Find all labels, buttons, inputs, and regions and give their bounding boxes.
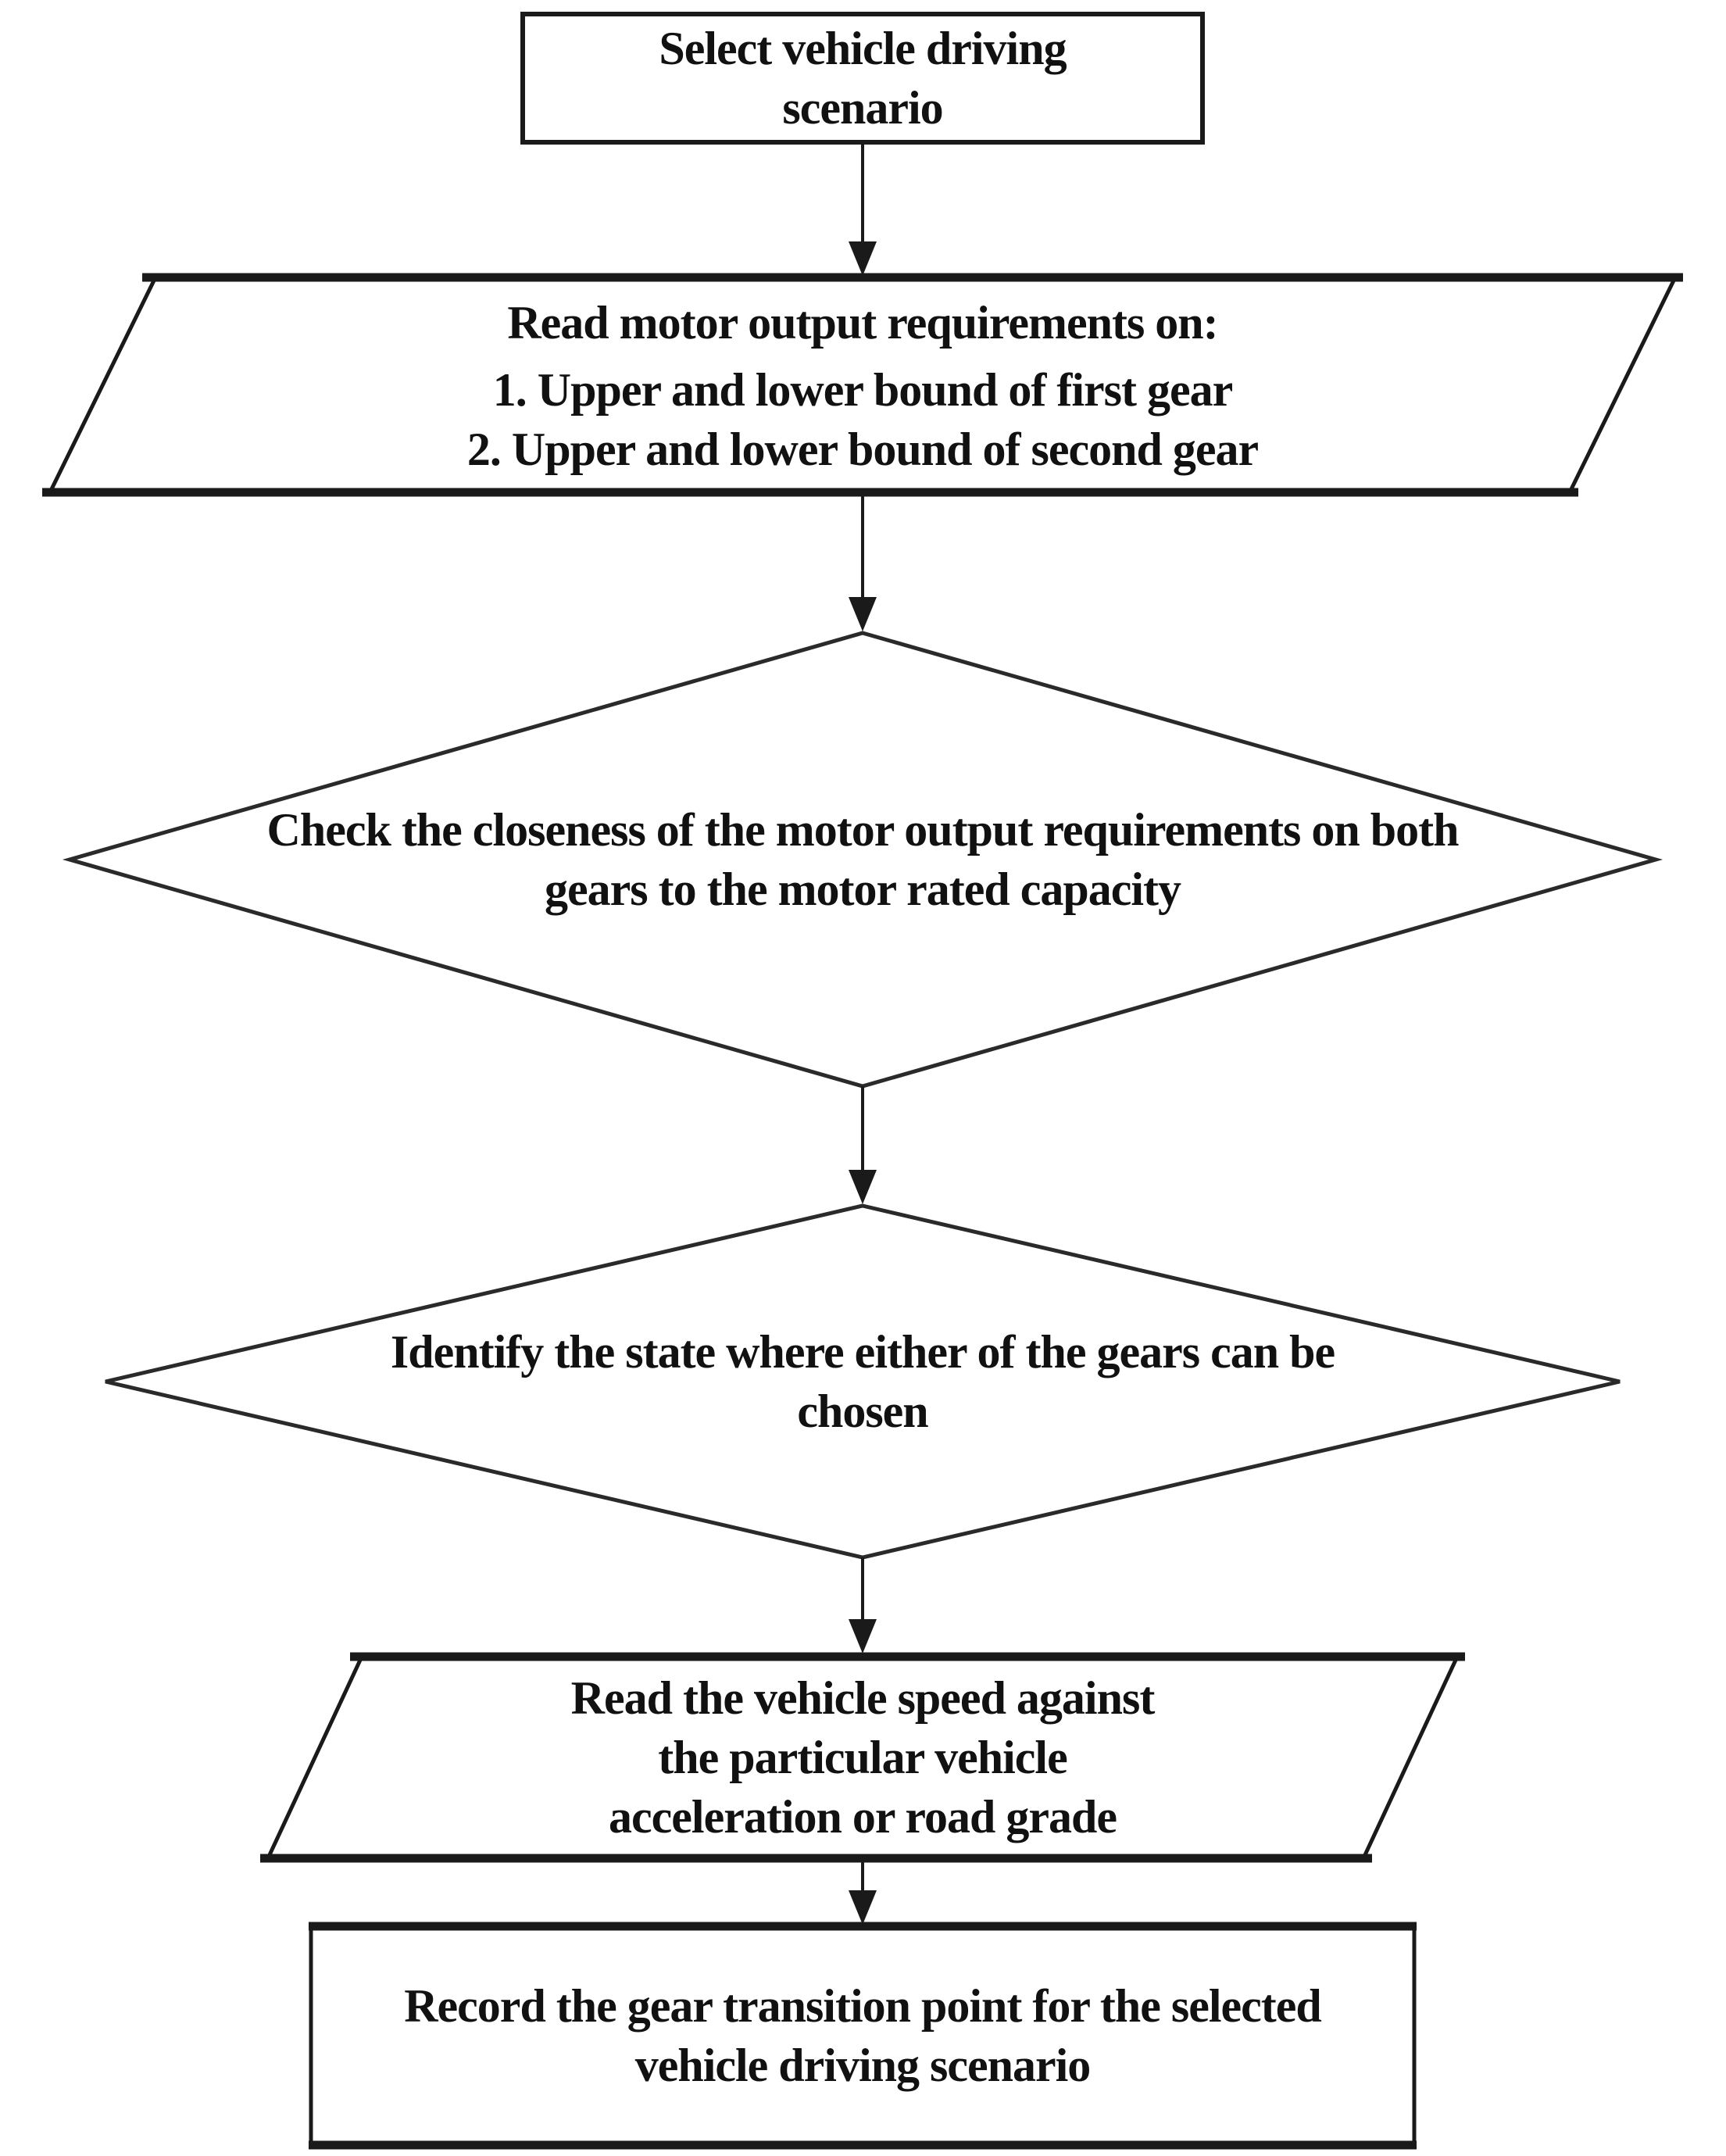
text-line: 1. Upper and lower bound of first gear <box>492 363 1233 416</box>
arrowhead-icon <box>849 1619 877 1654</box>
arrowhead-icon <box>849 597 877 631</box>
flow-arrow-5 <box>849 1858 877 1925</box>
text-line: Record the gear transition point for the… <box>404 1980 1322 2032</box>
flow-shape-record-rectangle <box>309 1924 1417 2147</box>
flow-arrow-4 <box>849 1557 877 1654</box>
flow-arrow-3 <box>849 1086 877 1204</box>
flow-arrow-2 <box>849 492 877 631</box>
flow-arrow-1 <box>849 142 877 276</box>
arrowhead-icon <box>849 1890 877 1925</box>
text-line: vehicle driving scenario <box>634 2040 1092 2091</box>
text-line: acceleration or road grade <box>609 1791 1117 1843</box>
text-line: scenario <box>782 82 943 134</box>
arrowhead-icon <box>849 241 877 276</box>
text-line: gears to the motor rated capacity <box>545 863 1181 915</box>
text-line: chosen <box>797 1385 928 1437</box>
flow-node-read-motor-label: Read motor output requirements on: 1. Up… <box>155 279 1570 492</box>
arrowhead-icon <box>849 1170 877 1204</box>
text-line: the particular vehicle <box>658 1732 1067 1783</box>
text-line: Identify the state where either of the g… <box>390 1326 1335 1378</box>
flow-node-record-label: Record the gear transition point for the… <box>311 1926 1414 2145</box>
text-line: 2. Upper and lower bound of second gear <box>466 423 1259 475</box>
text-line: Check the closeness of the motor output … <box>266 804 1460 856</box>
flow-node-check-closeness-label: Check the closeness of the motor output … <box>70 633 1656 1086</box>
flow-node-read-speed-label: Read the vehicle speed against the parti… <box>362 1657 1363 1858</box>
text-line: Select vehicle driving <box>659 23 1067 74</box>
text-line: Read the vehicle speed against <box>570 1672 1156 1724</box>
flow-shape-start-rectangle <box>520 12 1205 145</box>
text-line: Read motor output requirements on: <box>507 296 1218 349</box>
flow-node-start-label: Select vehicle driving scenario <box>523 14 1202 142</box>
flow-node-identify-state-label: Identify the state where either of the g… <box>105 1206 1620 1557</box>
